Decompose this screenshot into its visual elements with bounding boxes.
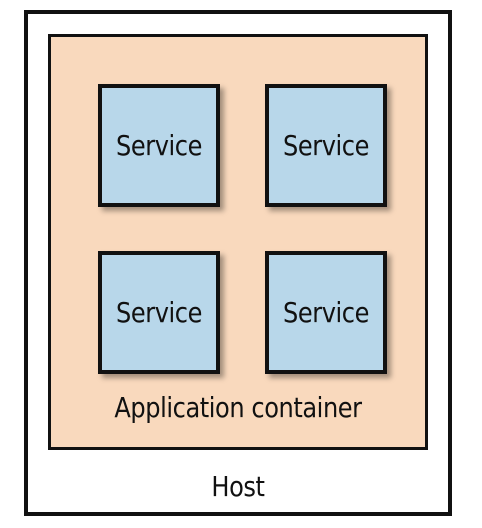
- host-label: Host: [211, 470, 265, 503]
- service-box-1: Service: [98, 84, 220, 207]
- service-box-4: Service: [265, 251, 387, 374]
- application-container-label: Application container: [114, 391, 362, 424]
- service-label-2: Service: [282, 129, 369, 162]
- service-label-1: Service: [115, 129, 202, 162]
- service-label-3: Service: [115, 296, 202, 329]
- host-box: Service Service Service Service Applicat…: [24, 10, 452, 516]
- service-box-2: Service: [265, 84, 387, 207]
- application-container-box: Service Service Service Service Applicat…: [48, 34, 428, 450]
- service-label-4: Service: [282, 296, 369, 329]
- service-box-3: Service: [98, 251, 220, 374]
